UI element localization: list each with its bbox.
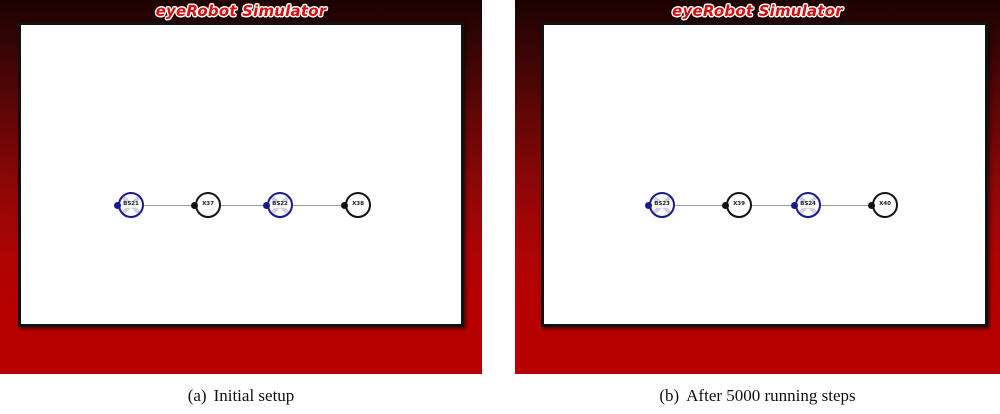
caption-a-tag: (a) — [187, 386, 207, 405]
caption-a-text: Initial setup — [213, 386, 295, 405]
node-label: BS24 — [799, 201, 817, 208]
node-label: BS23 — [653, 201, 671, 208]
robot-graph-b: BS23 X39 BS24 X40 — [544, 25, 985, 324]
title-bar-b: eyeRobot Simulator — [515, 0, 1000, 22]
edge-a-3 — [280, 205, 358, 206]
caption-a: (a) Initial setup — [0, 378, 482, 414]
simulation-canvas-b[interactable]: BS23 X39 BS24 X40 — [541, 22, 988, 327]
simulator-window-a[interactable]: eyeRobot Simulator BS21 X37 — [0, 0, 482, 374]
window-title-a: eyeRobot Simulator — [155, 2, 327, 20]
heading-marker-icon — [263, 201, 270, 209]
heading-marker-icon — [645, 201, 652, 209]
node-label: BS21 — [122, 201, 140, 208]
node-label: BS22 — [271, 201, 289, 208]
node-label: X38 — [351, 201, 365, 208]
heading-marker-icon — [191, 201, 198, 209]
node-base-station[interactable]: BS22 — [263, 192, 293, 218]
caption-b-tag: (b) — [659, 386, 680, 405]
window-title-b: eyeRobot Simulator — [672, 2, 843, 20]
edge-b-1 — [662, 205, 739, 206]
edge-a-2 — [208, 205, 280, 206]
node-base-station[interactable]: BS23 — [645, 192, 675, 218]
node-base-station[interactable]: BS24 — [791, 192, 821, 218]
edge-a-1 — [131, 205, 208, 206]
heading-marker-icon — [791, 201, 798, 209]
edge-b-2 — [739, 205, 808, 206]
node-robot[interactable]: X37 — [191, 192, 221, 218]
simulator-window-b[interactable]: eyeRobot Simulator BS23 X39 — [515, 0, 1000, 374]
node-label: X37 — [201, 201, 215, 208]
heading-marker-icon — [722, 201, 729, 209]
heading-marker-icon — [114, 201, 121, 209]
robot-graph-a: BS21 X37 BS22 X38 — [21, 25, 461, 324]
node-label: X39 — [732, 201, 746, 208]
node-label: X40 — [878, 201, 892, 208]
heading-marker-icon — [341, 201, 348, 209]
node-base-station[interactable]: BS21 — [114, 192, 144, 218]
edge-b-3 — [808, 205, 885, 206]
caption-b: (b) After 5000 running steps — [515, 378, 1000, 414]
simulation-canvas-a[interactable]: BS21 X37 BS22 X38 — [18, 22, 464, 327]
heading-marker-icon — [868, 201, 875, 209]
title-bar-a: eyeRobot Simulator — [0, 0, 482, 22]
caption-b-text: After 5000 running steps — [686, 386, 856, 405]
node-robot[interactable]: X38 — [341, 192, 371, 218]
node-robot[interactable]: X40 — [868, 192, 898, 218]
node-robot[interactable]: X39 — [722, 192, 752, 218]
